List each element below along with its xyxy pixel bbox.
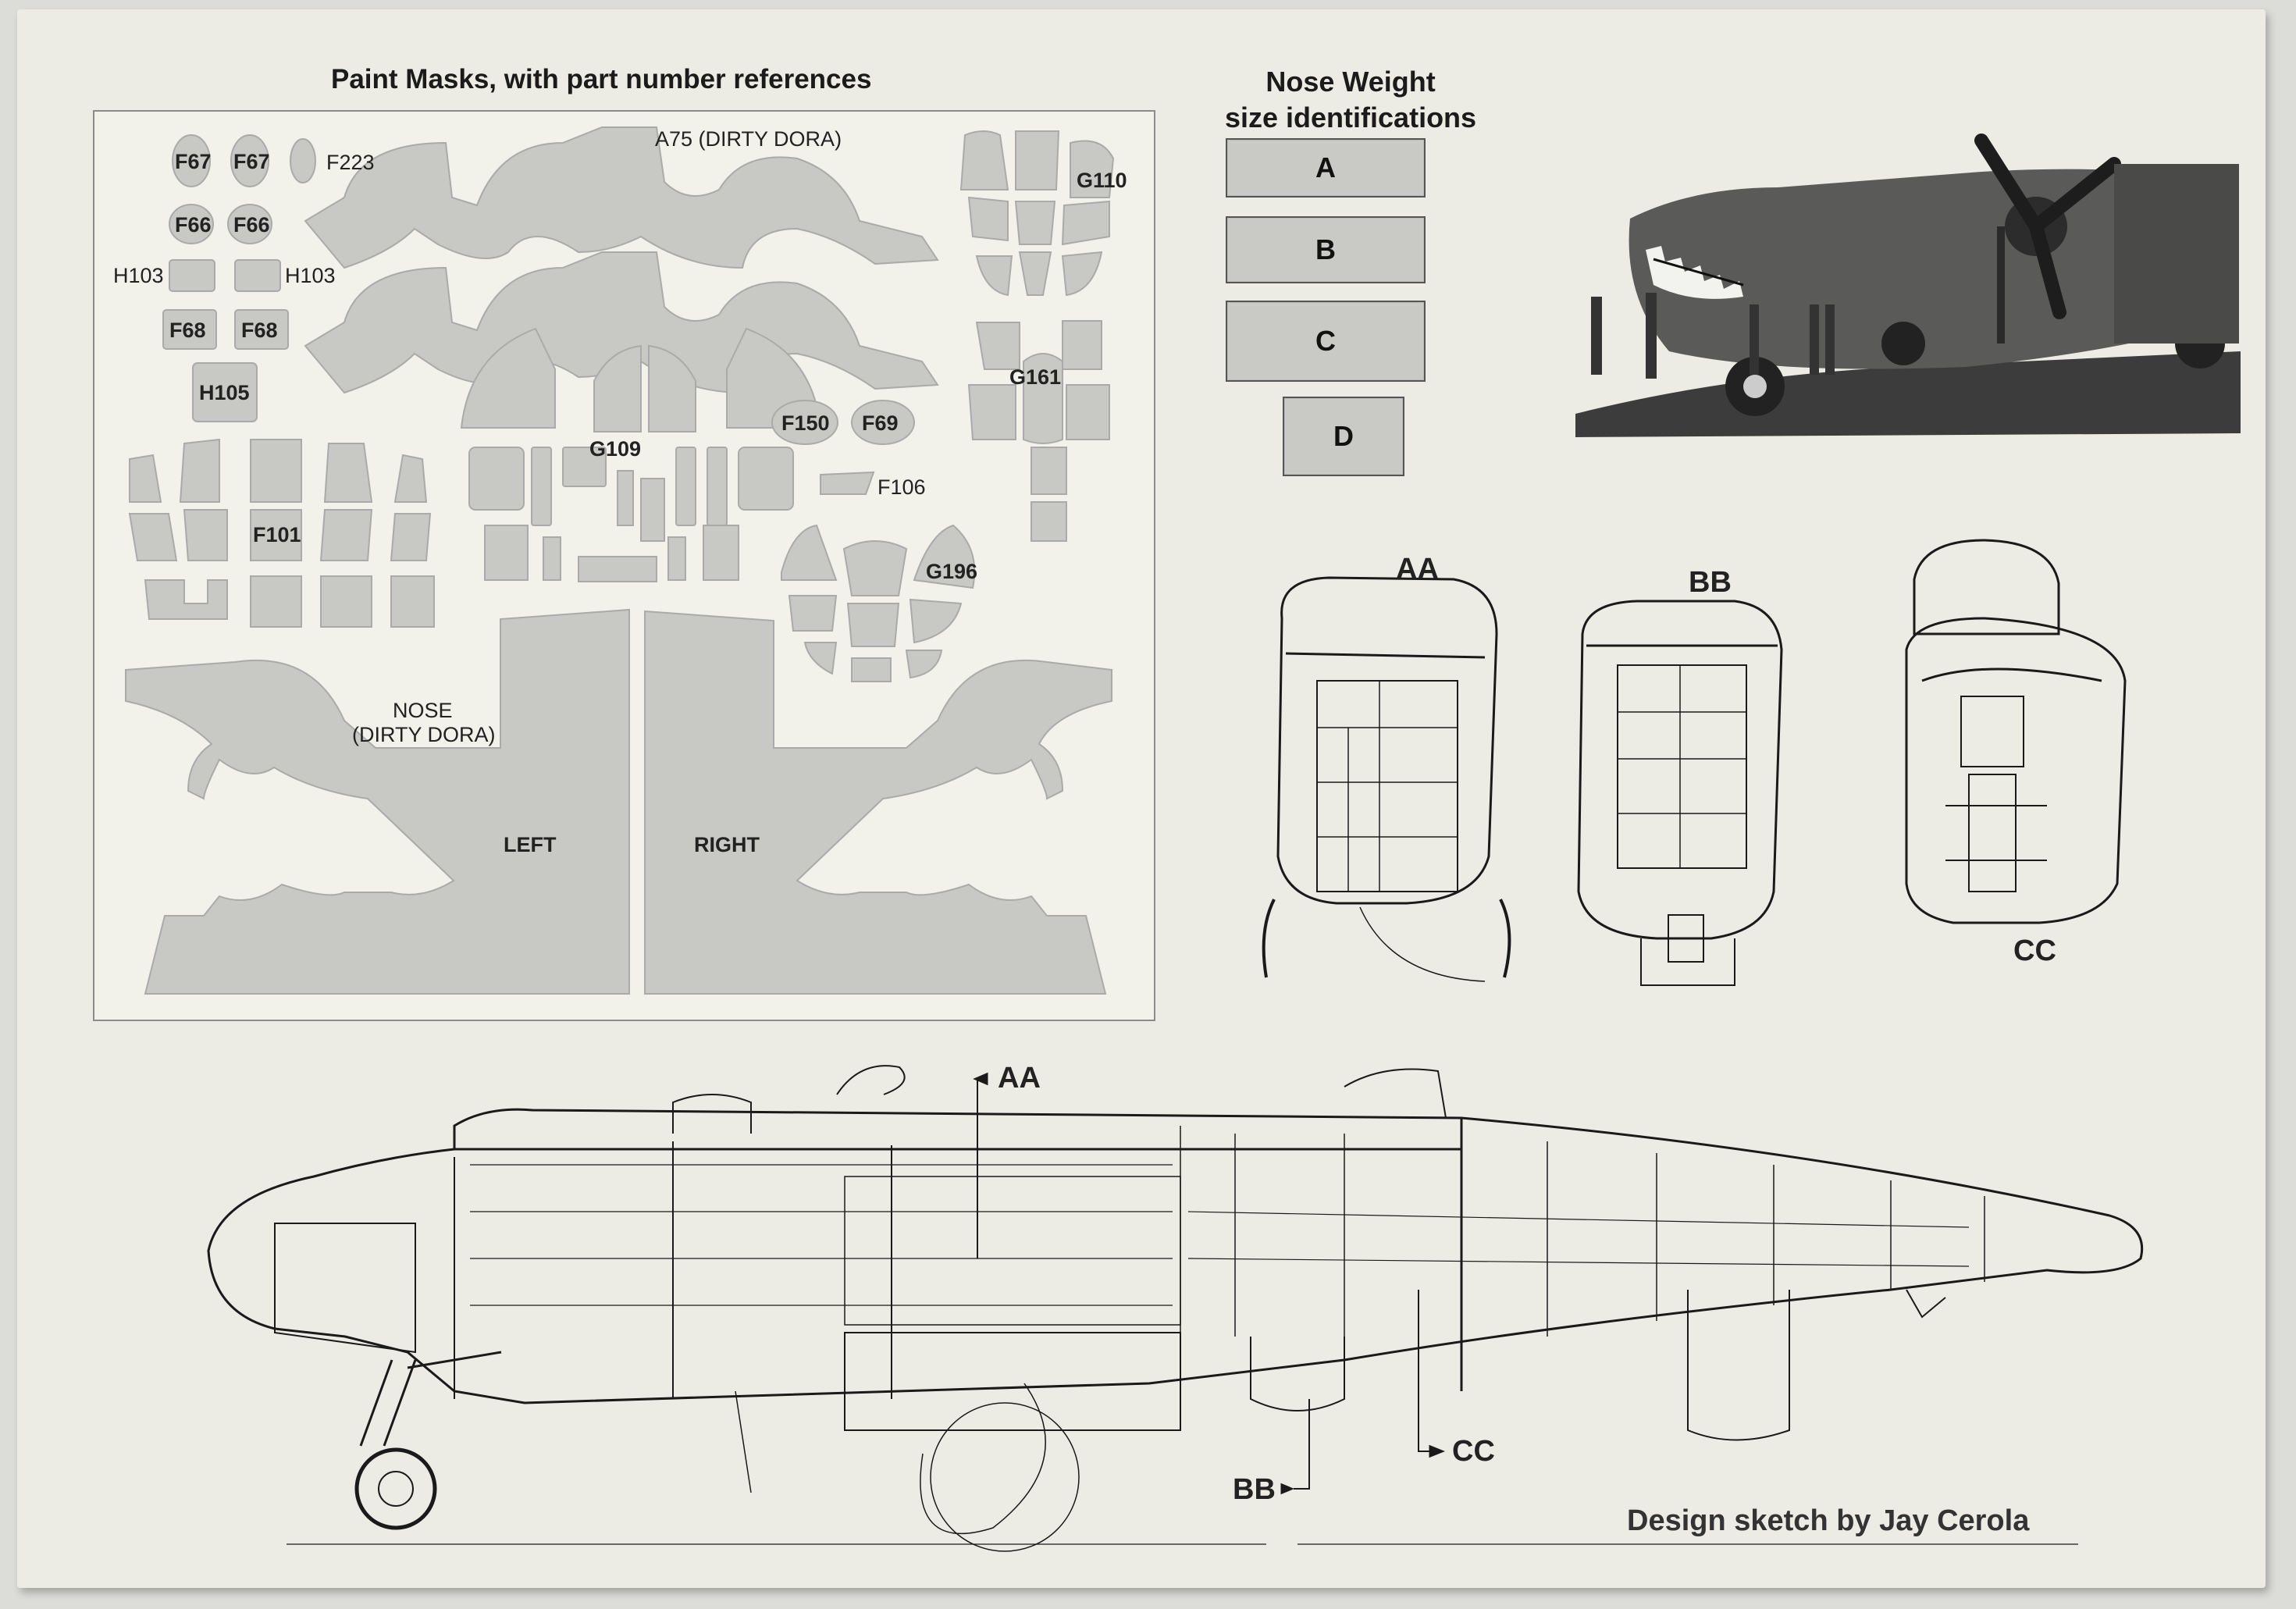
section-cc-label: CC bbox=[2013, 934, 2056, 967]
cutaway-drawing bbox=[207, 539, 2144, 1552]
mask-label-g110: G110 bbox=[1077, 169, 1127, 192]
mask-label-f66-b: F66 bbox=[233, 213, 270, 237]
mask-label-left: LEFT bbox=[504, 833, 557, 856]
mask-label-f67-b: F67 bbox=[233, 150, 270, 173]
mask-label-f223: F223 bbox=[326, 151, 375, 174]
nose-weight-title-line2: size identifications bbox=[1225, 101, 1477, 133]
nose-weight-title: Nose Weight size identifications bbox=[1225, 64, 1476, 136]
mask-label-f68-b: F68 bbox=[241, 319, 278, 342]
paint-mask-sheet: F67 F67 F223 F66 F66 H103 H103 F68 F68 H… bbox=[93, 110, 1155, 1021]
instruction-sheet: Paint Masks, with part number references bbox=[17, 9, 2266, 1588]
mask-label-g196: G196 bbox=[926, 560, 978, 583]
mask-label-nose-sub: (DIRTY DORA) bbox=[352, 723, 496, 746]
nose-weight-a: A bbox=[1226, 138, 1426, 198]
aircraft-photo bbox=[1575, 117, 2241, 445]
mask-label-f106: F106 bbox=[877, 475, 926, 499]
mask-label-f68-a: F68 bbox=[169, 319, 206, 342]
mask-label-right: RIGHT bbox=[694, 833, 760, 856]
mask-label-f66-a: F66 bbox=[175, 213, 212, 237]
mask-label-a75: A75 (DIRTY DORA) bbox=[655, 127, 842, 151]
section-cc-view bbox=[1905, 539, 2127, 924]
nose-weight-title-line1: Nose Weight bbox=[1265, 66, 1436, 98]
section-aa-label: AA bbox=[1396, 553, 1439, 586]
section-bb-view bbox=[1577, 600, 1783, 986]
mask-label-h103-b: H103 bbox=[285, 264, 336, 287]
fuselage-cutaway bbox=[207, 1065, 2144, 1552]
mask-label-nose: NOSE bbox=[393, 699, 453, 722]
mask-label-f69: F69 bbox=[862, 411, 899, 435]
mask-shapes bbox=[125, 126, 1115, 995]
cutaway-bb-marker: BB bbox=[1233, 1473, 1276, 1506]
nose-weight-b-label: B bbox=[1315, 233, 1336, 265]
nose-weight-c: C bbox=[1226, 301, 1426, 382]
nose-weight-b: B bbox=[1226, 216, 1426, 283]
nose-weight-d-label: D bbox=[1333, 420, 1354, 452]
section-bb-label: BB bbox=[1689, 566, 1732, 599]
mask-label-g161: G161 bbox=[1009, 365, 1062, 389]
mask-label-f101: F101 bbox=[253, 523, 301, 546]
nose-weight-a-label: A bbox=[1315, 151, 1336, 183]
nose-weight-d: D bbox=[1283, 397, 1404, 476]
mask-label-f67-a: F67 bbox=[175, 150, 212, 173]
cutaway-aa-marker: AA bbox=[998, 1062, 1041, 1095]
mask-label-h103-a: H103 bbox=[113, 264, 164, 287]
mask-label-f150: F150 bbox=[781, 411, 830, 435]
section-aa-view bbox=[1262, 576, 1511, 982]
nose-weight-c-label: C bbox=[1315, 325, 1336, 357]
mask-label-h105: H105 bbox=[199, 381, 250, 404]
mask-label-g109: G109 bbox=[589, 437, 642, 461]
design-credit: Design sketch by Jay Cerola bbox=[1627, 1504, 2030, 1537]
cutaway-cc-marker: CC bbox=[1452, 1435, 1495, 1468]
paint-masks-title: Paint Masks, with part number references bbox=[331, 64, 872, 94]
